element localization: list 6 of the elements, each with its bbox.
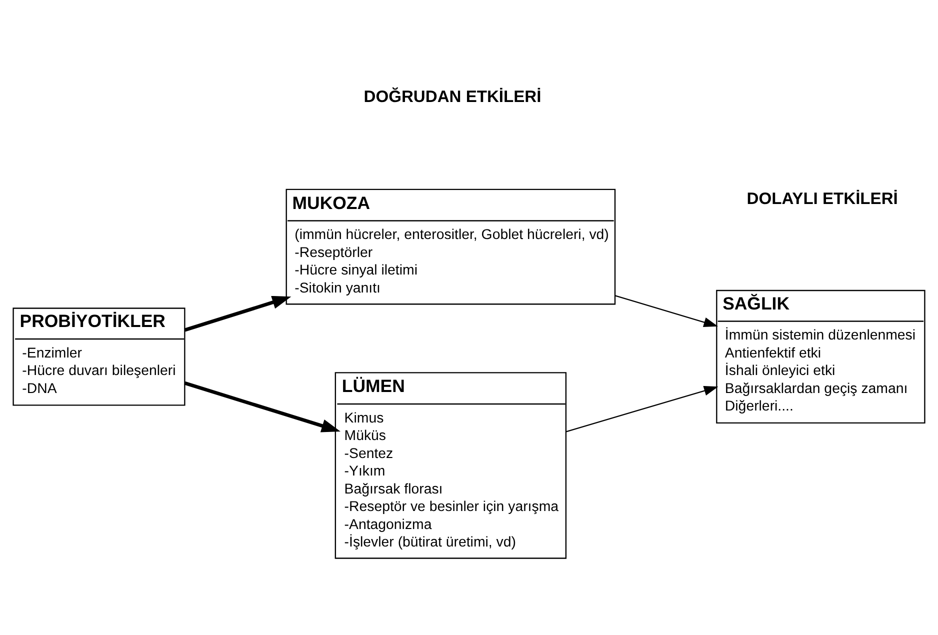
label: DOĞRUDAN ETKİLERİ [364,86,542,106]
label: DOLAYLI ETKİLERİ [746,188,898,208]
arrow [566,385,718,432]
arrow [184,295,292,332]
arrow [615,294,718,327]
arrow [184,380,340,432]
